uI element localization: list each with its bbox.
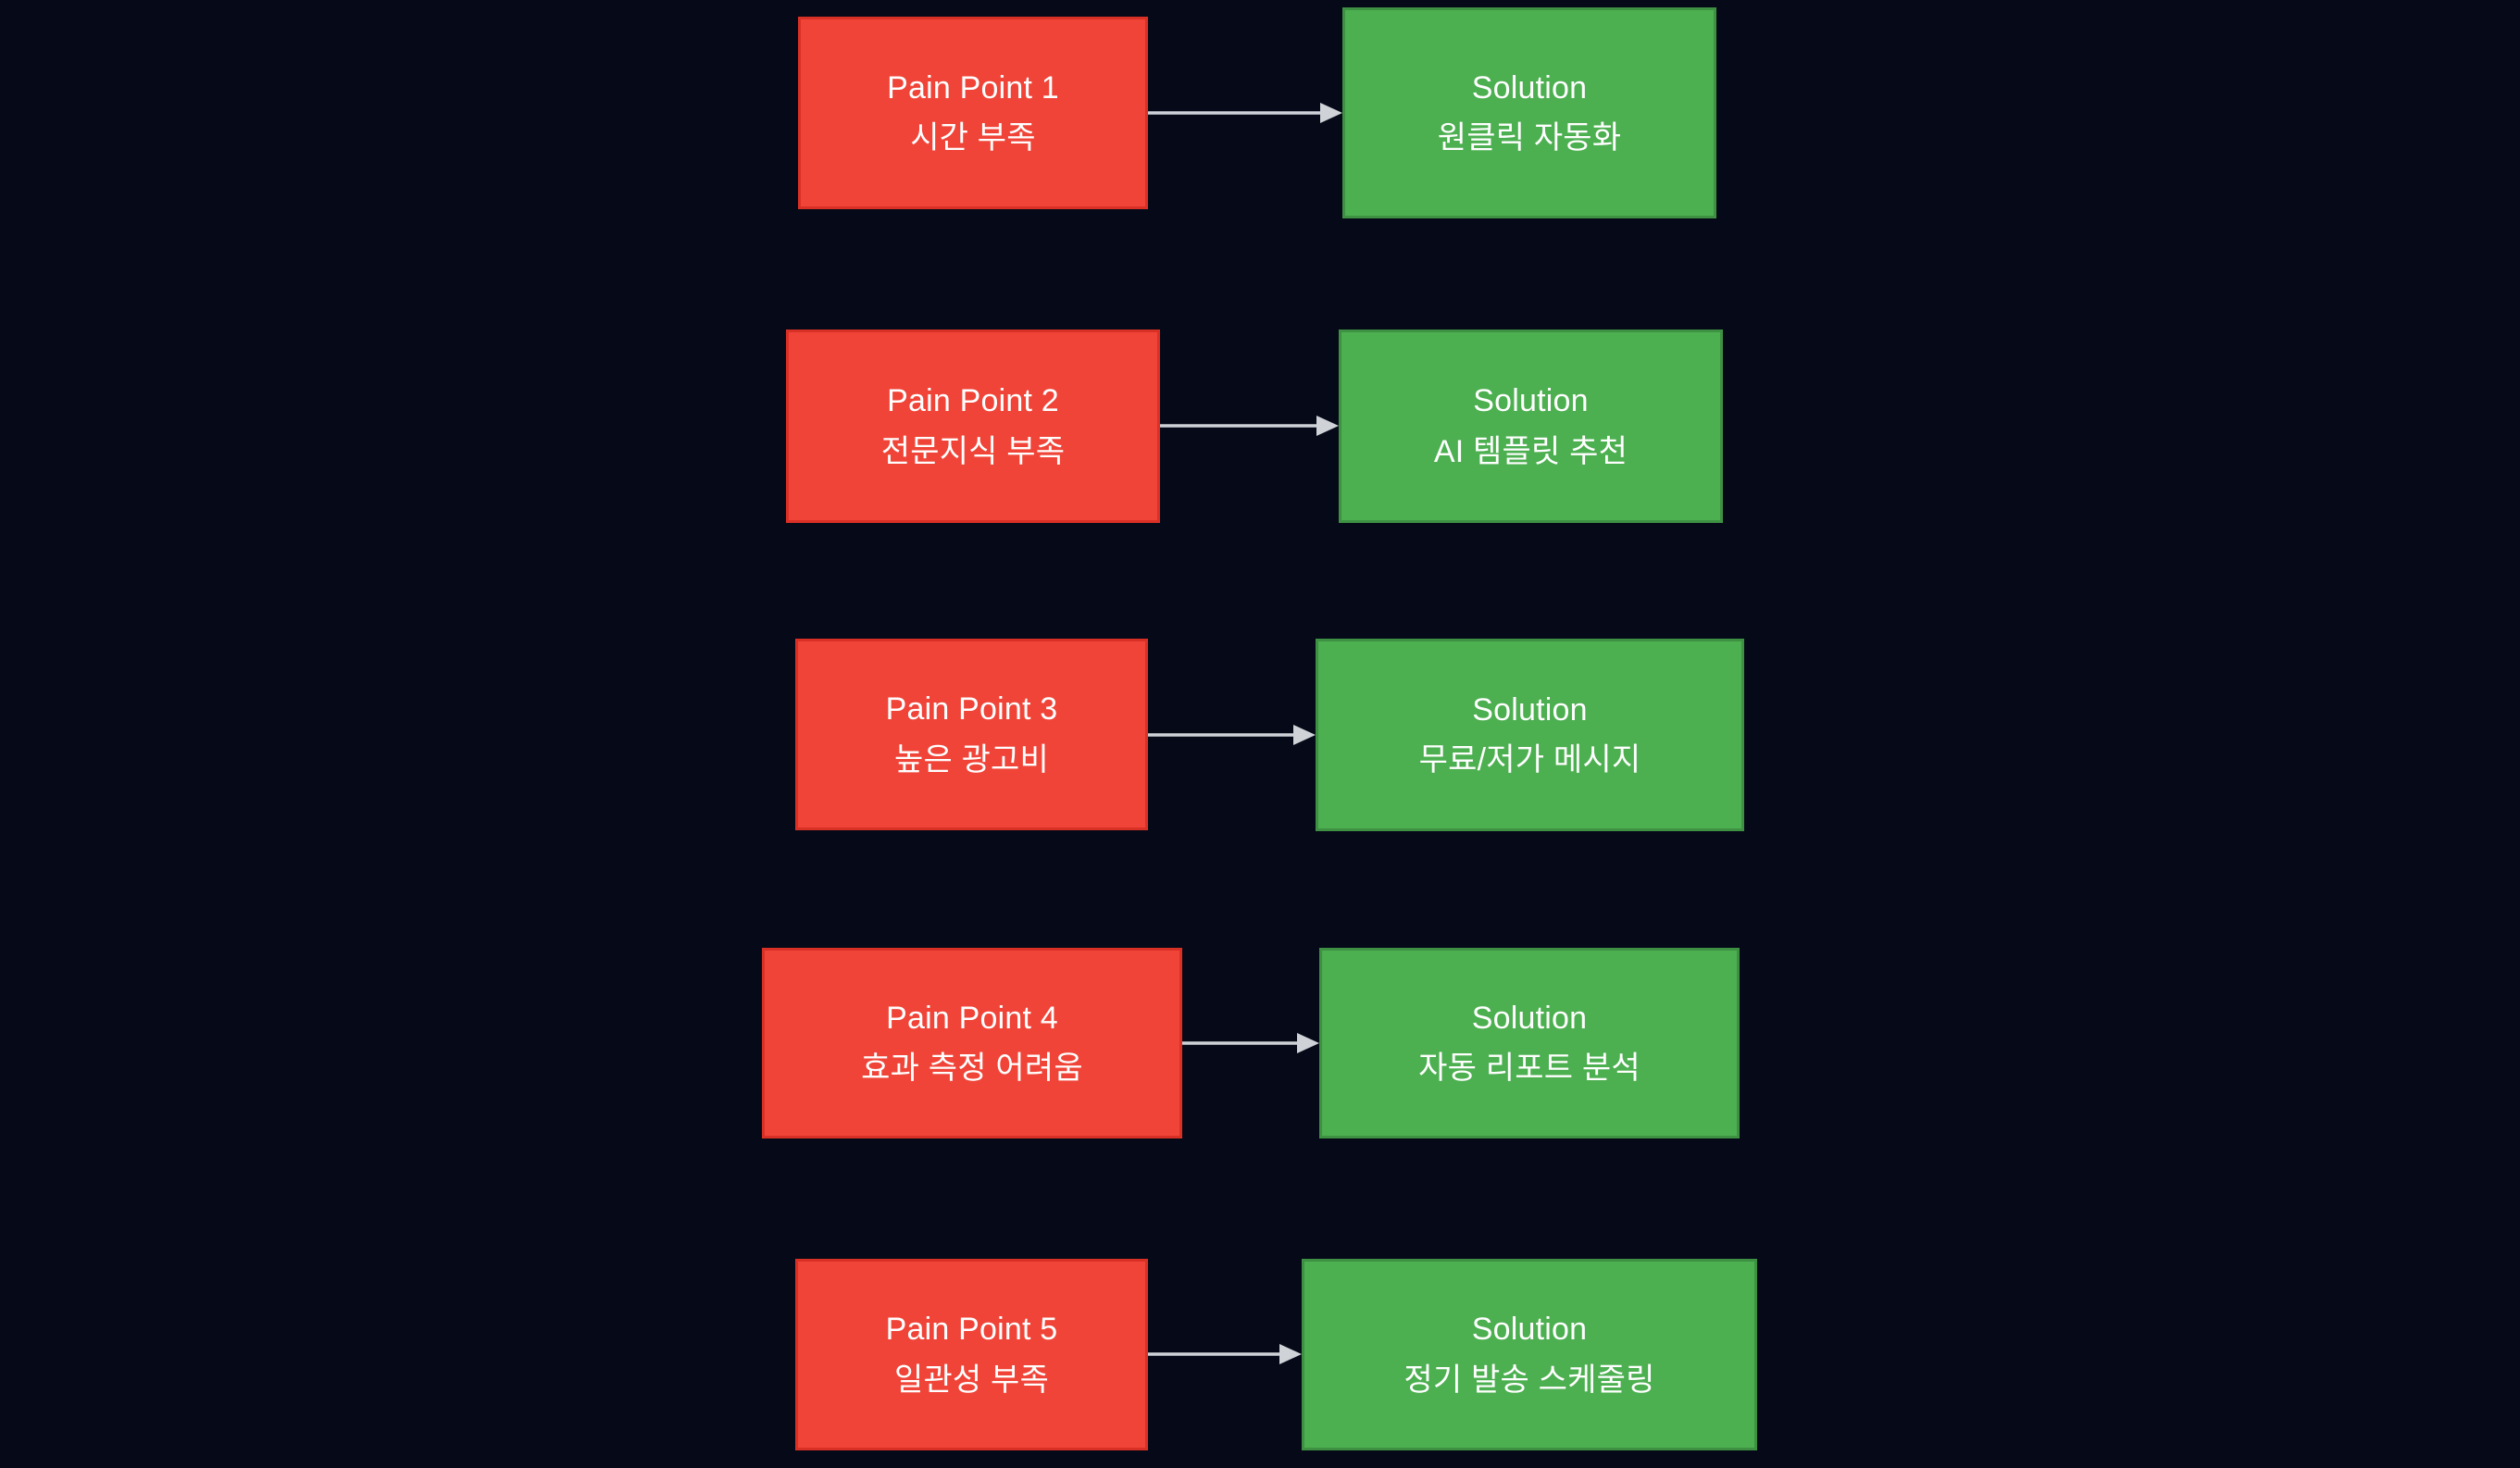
pain-point-title-3: Pain Point 3 [885,691,1058,728]
pain-point-title-4: Pain Point 4 [886,1000,1058,1036]
arrow-right-icon [1148,1338,1302,1370]
pain-point-subtitle-2: 전문지식 부족 [880,433,1066,469]
solution-subtitle-5: 정기 발송 스케줄링 [1403,1362,1655,1398]
pain-point-subtitle-1: 시간 부족 [910,120,1036,156]
solution-node-4[interactable]: Solution 자동 리포트 분석 [1319,948,1740,1138]
pain-point-node-3[interactable]: Pain Point 3 높은 광고비 [795,639,1148,830]
pain-point-subtitle-5: 일관성 부족 [893,1362,1050,1398]
solution-node-1[interactable]: Solution 원클릭 자동화 [1342,7,1716,218]
solution-subtitle-1: 원클릭 자동화 [1437,120,1622,156]
solution-title-3: Solution [1472,691,1588,728]
pain-point-node-1[interactable]: Pain Point 1 시간 부족 [798,17,1148,209]
arrow-right-icon [1160,410,1339,442]
pain-point-node-2[interactable]: Pain Point 2 전문지식 부족 [786,330,1160,523]
arrow-right-icon [1148,719,1316,751]
solution-title-1: Solution [1471,69,1588,106]
pain-point-title-5: Pain Point 5 [885,1312,1058,1348]
solution-node-2[interactable]: Solution AI 템플릿 추천 [1339,330,1723,523]
solution-title-4: Solution [1471,1000,1588,1036]
pain-point-subtitle-4: 효과 측정 어려움 [861,1051,1083,1086]
solution-node-3[interactable]: Solution 무료/저가 메시지 [1316,639,1744,831]
pain-point-subtitle-3: 높은 광고비 [893,741,1050,778]
arrow-right-icon [1182,1027,1319,1059]
solution-subtitle-4: 자동 리포트 분석 [1418,1051,1640,1086]
solution-subtitle-2: AI 템플릿 추천 [1433,433,1628,469]
pain-point-title-2: Pain Point 2 [887,383,1059,419]
solution-subtitle-3: 무료/저가 메시지 [1418,742,1641,778]
pain-point-node-4[interactable]: Pain Point 4 효과 측정 어려움 [762,948,1182,1138]
solution-title-5: Solution [1471,1312,1588,1348]
solution-title-2: Solution [1473,383,1589,419]
pain-point-node-5[interactable]: Pain Point 5 일관성 부족 [795,1259,1148,1450]
pain-point-title-1: Pain Point 1 [887,69,1059,106]
arrow-right-icon [1148,97,1342,129]
solution-node-5[interactable]: Solution 정기 발송 스케줄링 [1302,1259,1757,1450]
